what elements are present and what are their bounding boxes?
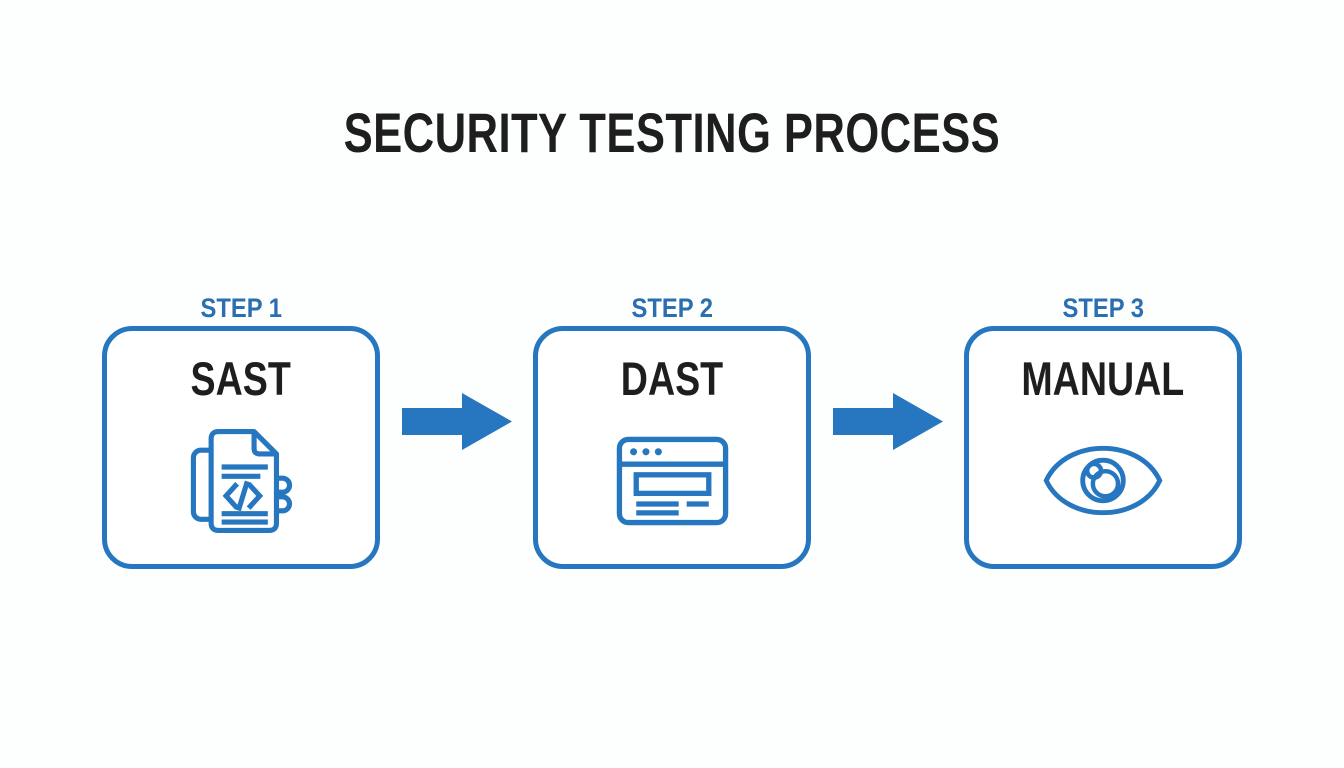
sast-card-title: SAST xyxy=(190,351,292,405)
code-document-icon xyxy=(185,403,297,564)
manual-card: MANUAL xyxy=(964,326,1242,569)
manual-card-title: MANUAL xyxy=(1021,351,1185,405)
browser-window-icon xyxy=(615,403,730,564)
step-1-label: STEP 1 xyxy=(200,293,282,323)
page-title-text: SECURITY TESTING PROCESS xyxy=(343,101,1001,164)
connector-1 xyxy=(380,290,533,450)
arrow-right-icon xyxy=(401,393,512,450)
step-3-label: STEP 3 xyxy=(1062,293,1144,323)
process-flow: STEP 1 SAST xyxy=(0,290,1344,569)
eye-icon xyxy=(1042,403,1164,564)
connector-2 xyxy=(811,290,964,450)
dast-card-title: DAST xyxy=(620,351,724,405)
step-dast: STEP 2 DAST xyxy=(533,290,811,569)
step-2-label: STEP 2 xyxy=(631,293,713,323)
arrow-right-icon xyxy=(832,393,943,450)
sast-card: SAST xyxy=(102,326,380,569)
step-manual: STEP 3 MANUAL xyxy=(964,290,1242,569)
step-sast: STEP 1 SAST xyxy=(102,290,380,569)
page-title: SECURITY TESTING PROCESS xyxy=(0,100,1344,165)
dast-card: DAST xyxy=(533,326,811,569)
